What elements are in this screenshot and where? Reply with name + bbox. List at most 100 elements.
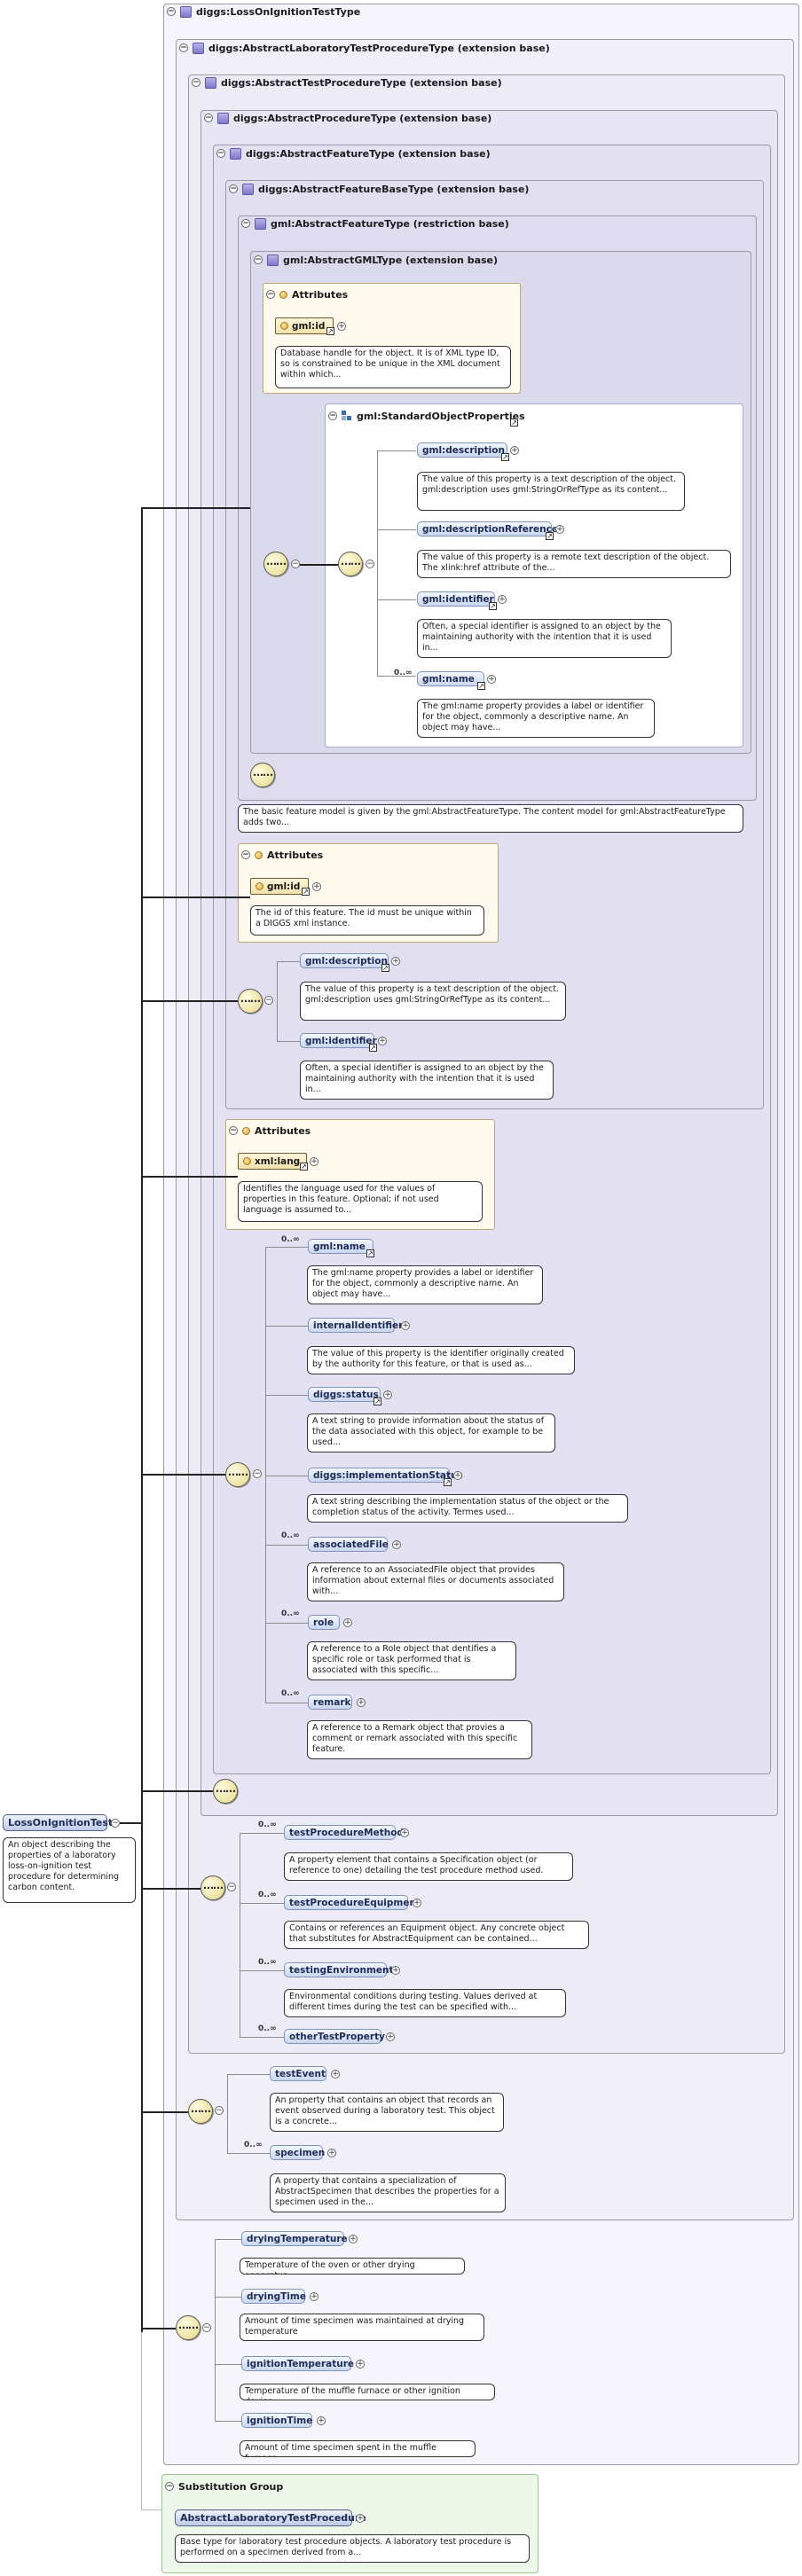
- element-abstract-laboratory-test-procedure[interactable]: AbstractLaboratoryTestProcedure: [175, 2509, 366, 2526]
- collapse-toggle-icon[interactable]: −: [204, 114, 213, 122]
- sequence-compositor-icon[interactable]: ⋯⋯: [200, 1875, 225, 1900]
- element-testing-environment[interactable]: testingEnvironment: [284, 1962, 394, 1977]
- element-gml-name[interactable]: gml:name: [308, 1239, 373, 1254]
- attributes-header[interactable]: −Attributes: [229, 1124, 311, 1137]
- collapse-toggle-icon[interactable]: −: [165, 2482, 174, 2491]
- type-header-procedure[interactable]: −diggs:AbstractProcedureType (extension …: [204, 112, 492, 124]
- sequence-compositor-icon[interactable]: ⋯⋯: [188, 2099, 213, 2124]
- sequence-compositor-icon[interactable]: ⋯⋯: [213, 1779, 238, 1804]
- expand-icon[interactable]: +: [312, 882, 321, 891]
- type-header-gml-feature[interactable]: −gml:AbstractFeatureType (restriction ba…: [241, 217, 509, 230]
- expand-icon[interactable]: +: [356, 2514, 365, 2523]
- expand-icon[interactable]: +: [317, 2416, 326, 2425]
- sequence-compositor-icon[interactable]: ⋯⋯: [263, 552, 288, 576]
- expand-icon[interactable]: +: [453, 1471, 462, 1480]
- type-header-feature-base[interactable]: −diggs:AbstractFeatureBaseType (extensio…: [229, 183, 530, 195]
- element-gml-description[interactable]: gml:description: [300, 953, 389, 968]
- element-other-test-property[interactable]: otherTestProperty: [284, 2029, 385, 2044]
- expand-icon[interactable]: +: [331, 2070, 340, 2079]
- collapse-toggle-icon[interactable]: −: [229, 184, 238, 193]
- element-gml-description[interactable]: gml:description: [417, 442, 507, 458]
- expand-icon[interactable]: +: [386, 2032, 395, 2041]
- element-drying-time[interactable]: dryingTime: [241, 2289, 306, 2304]
- expand-icon[interactable]: +: [555, 525, 564, 534]
- link-arrow-icon[interactable]: ↗: [369, 1044, 377, 1052]
- expand-icon[interactable]: +: [400, 1828, 409, 1837]
- expand-icon[interactable]: +: [487, 675, 496, 684]
- element-ignition-temperature[interactable]: ignitionTemperature: [241, 2356, 354, 2371]
- expand-icon[interactable]: +: [357, 1698, 366, 1707]
- link-arrow-icon[interactable]: ↗: [489, 602, 497, 610]
- element-drying-temperature[interactable]: dryingTemperature: [241, 2231, 348, 2246]
- expand-icon[interactable]: +: [498, 595, 507, 604]
- sequence-compositor-icon[interactable]: ⋯⋯: [225, 1462, 250, 1487]
- attribute-gml-id[interactable]: gml:id: [250, 878, 309, 895]
- sequence-compositor-icon[interactable]: ⋯⋯: [176, 2315, 200, 2340]
- link-arrow-icon[interactable]: ↗: [326, 327, 334, 335]
- root-element-loss-on-ignition-test[interactable]: LossOnIgnitionTest: [3, 1814, 113, 1831]
- element-test-event[interactable]: testEvent: [270, 2066, 326, 2081]
- collapse-toggle-icon[interactable]: −: [167, 7, 176, 16]
- link-arrow-icon[interactable]: ↗: [546, 532, 554, 540]
- link-arrow-icon[interactable]: ↗: [510, 419, 518, 427]
- expand-icon[interactable]: +: [383, 1390, 392, 1399]
- substitution-group-header[interactable]: −Substitution Group: [165, 2480, 284, 2493]
- link-arrow-icon[interactable]: ↗: [373, 1398, 381, 1405]
- link-arrow-icon[interactable]: ↗: [300, 1163, 308, 1171]
- link-arrow-icon[interactable]: ↗: [366, 1249, 374, 1257]
- sequence-compositor-icon[interactable]: ⋯⋯: [238, 989, 263, 1014]
- element-specimen[interactable]: specimen: [270, 2145, 325, 2160]
- link-arrow-icon[interactable]: ↗: [444, 1478, 452, 1486]
- expand-icon[interactable]: +: [391, 957, 400, 966]
- element-implementation-status[interactable]: diggs:implementationStatus: [308, 1468, 463, 1483]
- collapse-toggle-icon[interactable]: −: [202, 2323, 211, 2332]
- collapse-toggle-icon[interactable]: −: [192, 78, 200, 87]
- collapse-toggle-icon[interactable]: −: [253, 1469, 262, 1478]
- expand-icon[interactable]: +: [391, 1966, 400, 1975]
- link-arrow-icon[interactable]: ↗: [302, 888, 310, 896]
- collapse-toggle-icon[interactable]: −: [179, 43, 188, 52]
- expand-icon[interactable]: +: [343, 1618, 352, 1627]
- element-associated-file[interactable]: associatedFile: [308, 1537, 389, 1552]
- collapse-toggle-icon[interactable]: −: [229, 1126, 238, 1135]
- element-ignition-time[interactable]: ignitionTime: [241, 2413, 312, 2428]
- collapse-toggle-icon[interactable]: −: [241, 219, 250, 228]
- expand-icon[interactable]: −: [111, 1819, 120, 1828]
- expand-icon[interactable]: +: [392, 1540, 401, 1549]
- expand-icon[interactable]: +: [310, 1157, 318, 1166]
- element-remark[interactable]: remark: [308, 1695, 352, 1710]
- collapse-toggle-icon[interactable]: −: [328, 411, 337, 420]
- expand-icon[interactable]: +: [401, 1321, 410, 1330]
- expand-icon[interactable]: +: [510, 446, 519, 455]
- attributes-header[interactable]: −Attributes: [266, 288, 349, 301]
- element-gml-identifier[interactable]: gml:identifier: [300, 1033, 377, 1048]
- element-test-procedure-equipment[interactable]: testProcedureEquipment: [284, 1895, 421, 1910]
- element-role[interactable]: role: [308, 1615, 340, 1630]
- expand-icon[interactable]: +: [378, 1037, 387, 1045]
- expand-icon[interactable]: +: [413, 1899, 421, 1907]
- collapse-toggle-icon[interactable]: −: [215, 2106, 224, 2115]
- element-test-procedure-method[interactable]: testProcedureMethod: [284, 1825, 404, 1840]
- type-header-loss-on-ignition[interactable]: −diggs:LossOnIgnitionTestType: [167, 5, 361, 18]
- element-diggs-status[interactable]: diggs:status: [308, 1387, 381, 1402]
- type-header-lab-test-procedure[interactable]: −diggs:AbstractLaboratoryTestProcedureTy…: [179, 42, 550, 54]
- expand-icon[interactable]: +: [356, 2360, 365, 2369]
- element-gml-identifier[interactable]: gml:identifier: [417, 591, 495, 607]
- expand-icon[interactable]: +: [349, 2235, 358, 2243]
- link-arrow-icon[interactable]: ↗: [501, 453, 509, 461]
- sequence-compositor-icon[interactable]: ⋯⋯: [338, 552, 363, 576]
- collapse-toggle-icon[interactable]: −: [366, 560, 374, 568]
- expand-icon[interactable]: +: [310, 2292, 318, 2301]
- type-header-feature[interactable]: −diggs:AbstractFeatureType (extension ba…: [216, 147, 491, 160]
- sequence-compositor-icon[interactable]: ⋯⋯: [250, 763, 275, 787]
- collapse-toggle-icon[interactable]: −: [216, 149, 225, 158]
- link-arrow-icon[interactable]: ↗: [381, 964, 389, 972]
- group-header-standard-object-properties[interactable]: − gml:StandardObjectProperties: [328, 410, 525, 422]
- type-header-gml-type[interactable]: −gml:AbstractGMLType (extension base): [254, 254, 499, 266]
- collapse-toggle-icon[interactable]: −: [264, 996, 273, 1005]
- collapse-toggle-icon[interactable]: −: [227, 1883, 236, 1891]
- expand-icon[interactable]: +: [327, 2149, 336, 2157]
- element-gml-name[interactable]: gml:name: [417, 671, 484, 686]
- link-arrow-icon[interactable]: ↗: [477, 682, 485, 690]
- attribute-xml-lang[interactable]: xml:lang: [238, 1153, 307, 1170]
